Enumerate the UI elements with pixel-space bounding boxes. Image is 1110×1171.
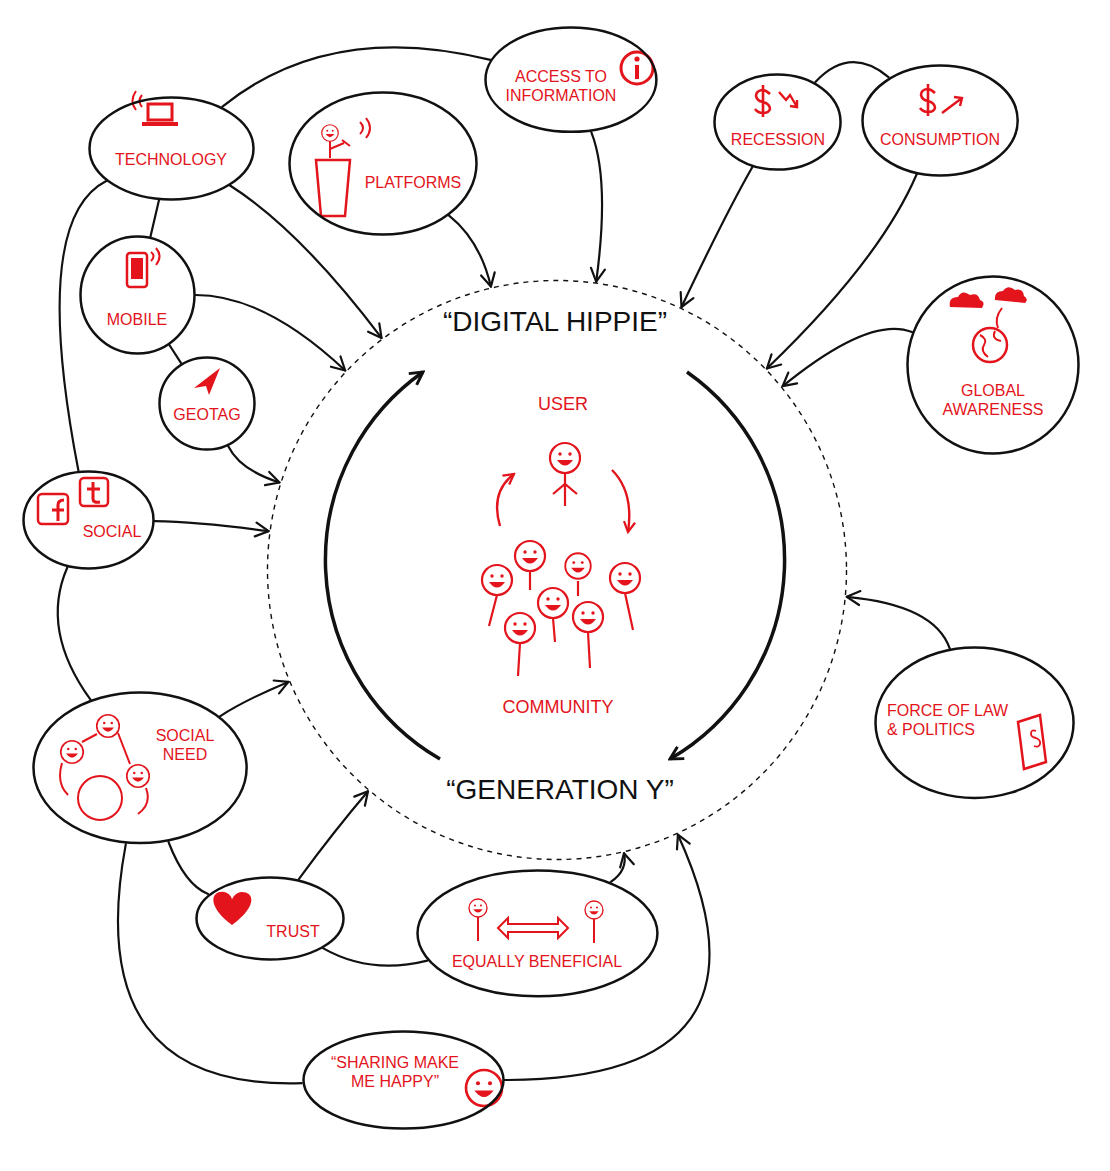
geotag-arrow	[194, 368, 220, 395]
community-figures	[482, 541, 640, 676]
connector	[815, 62, 888, 82]
globe-icon	[950, 287, 1027, 362]
connector	[847, 591, 950, 649]
dashed-circle: “DIGITAL HIPPIE” “GENERATION Y”	[266, 279, 848, 861]
connector	[222, 47, 490, 106]
user-figure	[497, 443, 629, 532]
node-outline	[158, 356, 256, 451]
connector	[58, 568, 91, 700]
connector	[151, 200, 160, 237]
node-text: SOCIAL	[83, 522, 142, 541]
figure-label: USER	[538, 394, 588, 416]
ellipse-node: TECHNOLOGY	[88, 96, 255, 201]
law-book-icon	[1018, 715, 1046, 769]
node-text: RECESSION	[731, 130, 825, 149]
node-text: CONSUMPTION	[880, 130, 1000, 149]
node-text: ACCESS TO INFORMATION	[502, 67, 620, 105]
connector	[169, 345, 181, 363]
node-outline	[32, 691, 248, 845]
ellipse-node: MOBILE	[79, 235, 196, 355]
ellipse-node: FORCE OF LAW & POLITICS	[874, 646, 1075, 799]
ellipse-node: EQUALLY BENEFICIAL	[416, 869, 659, 998]
cycle-arrows	[325, 372, 784, 759]
recession-icon	[755, 85, 797, 117]
ellipse-node: CONSUMPTION	[861, 64, 1019, 177]
node-text: GLOBAL AWARENESS	[938, 381, 1048, 419]
node-outline	[713, 73, 842, 171]
node-text: PLATFORMS	[365, 173, 462, 192]
connector	[449, 215, 495, 286]
node-text: TECHNOLOGY	[115, 150, 227, 169]
node-outline	[79, 235, 196, 355]
node-text: “GENERATION Y”	[446, 773, 674, 807]
connector	[681, 167, 753, 307]
node-outline	[88, 96, 255, 201]
connector	[169, 842, 209, 894]
connector	[783, 329, 912, 386]
node-outline	[288, 91, 478, 236]
connector	[611, 853, 634, 882]
ellipse-node: TRUST	[195, 876, 345, 961]
node-text: MOBILE	[107, 310, 167, 329]
connector	[299, 791, 368, 879]
consumption-icon	[920, 84, 962, 116]
ellipse-node: GLOBAL AWARENESS	[906, 275, 1080, 455]
ellipse-node: GEOTAG	[158, 356, 256, 451]
connector	[118, 844, 302, 1083]
connector	[60, 181, 107, 470]
node-text: SOCIAL NEED	[150, 726, 220, 764]
node-text: GEOTAG	[173, 405, 240, 424]
node-outline	[266, 279, 848, 861]
podium-icon	[316, 118, 370, 216]
node-outline	[416, 869, 659, 998]
connector	[155, 521, 269, 536]
ellipse-node: RECESSION	[713, 73, 842, 171]
happy-face	[466, 1070, 502, 1106]
node-outline	[195, 876, 345, 961]
social-logos	[38, 478, 108, 524]
phone-icon	[127, 248, 160, 287]
group-figures	[60, 715, 149, 820]
node-text: “SHARING MAKE ME HAPPY”	[328, 1053, 462, 1091]
exchange-figures	[469, 899, 603, 943]
ellipse-node: “SHARING MAKE ME HAPPY”	[302, 1030, 505, 1130]
ellipse-node: SOCIAL	[22, 470, 155, 570]
node-outline	[22, 470, 155, 570]
connector	[591, 132, 605, 282]
connector	[220, 681, 289, 717]
ellipse-node: PLATFORMS	[288, 91, 478, 236]
node-outline	[906, 275, 1080, 455]
figure-label: COMMUNITY	[503, 697, 614, 719]
ellipse-node: ACCESS TO INFORMATION	[484, 26, 658, 133]
connector	[230, 185, 382, 338]
ellipse-node: SOCIAL NEED	[32, 691, 248, 845]
node-outline	[861, 64, 1019, 177]
node-text: FORCE OF LAW & POLITICS	[887, 701, 1013, 739]
node-text: TRUST	[266, 922, 319, 941]
node-text: “DIGITAL HIPPIE”	[443, 305, 667, 339]
heart-icon	[213, 892, 251, 925]
connector	[767, 174, 917, 369]
node-text: EQUALLY BENEFICIAL	[452, 952, 622, 971]
connector	[228, 446, 279, 485]
connector	[323, 948, 427, 966]
